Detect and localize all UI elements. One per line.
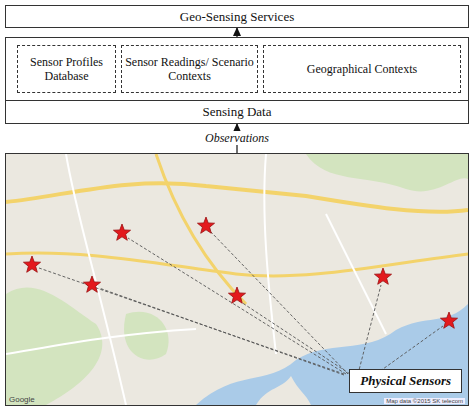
map-attribution-logo: Google — [9, 395, 35, 404]
data-layer-box: Sensing Data Sensor Profiles Database Sens… — [5, 37, 469, 124]
box-label: Geographical Contexts — [307, 62, 417, 76]
map-illustration — [6, 154, 468, 405]
box-label: Sensor Profiles Database — [21, 55, 112, 84]
box-label: Geo-Sensing Services — [180, 9, 294, 25]
caption-box: Physical Sensors — [349, 369, 462, 393]
box-label: Sensor Readings/ Scenario Contexts — [125, 55, 254, 84]
dashed-component-box: Sensor Readings/ Scenario Contexts — [121, 45, 258, 93]
arrow-connector — [236, 28, 237, 37]
edge-label: Observations — [202, 131, 272, 145]
map-region: Physical SensorsGoogle Map data ©2015 SK … — [5, 153, 469, 406]
dashed-component-box: Sensor Profiles Database — [17, 45, 116, 93]
service-box: Geo-Sensing Services — [5, 5, 469, 28]
map-attribution: Map data ©2015 SK telecom — [384, 398, 465, 404]
dashed-component-box: Geographical Contexts — [263, 45, 461, 93]
band-label: Sensing Data — [6, 100, 468, 123]
